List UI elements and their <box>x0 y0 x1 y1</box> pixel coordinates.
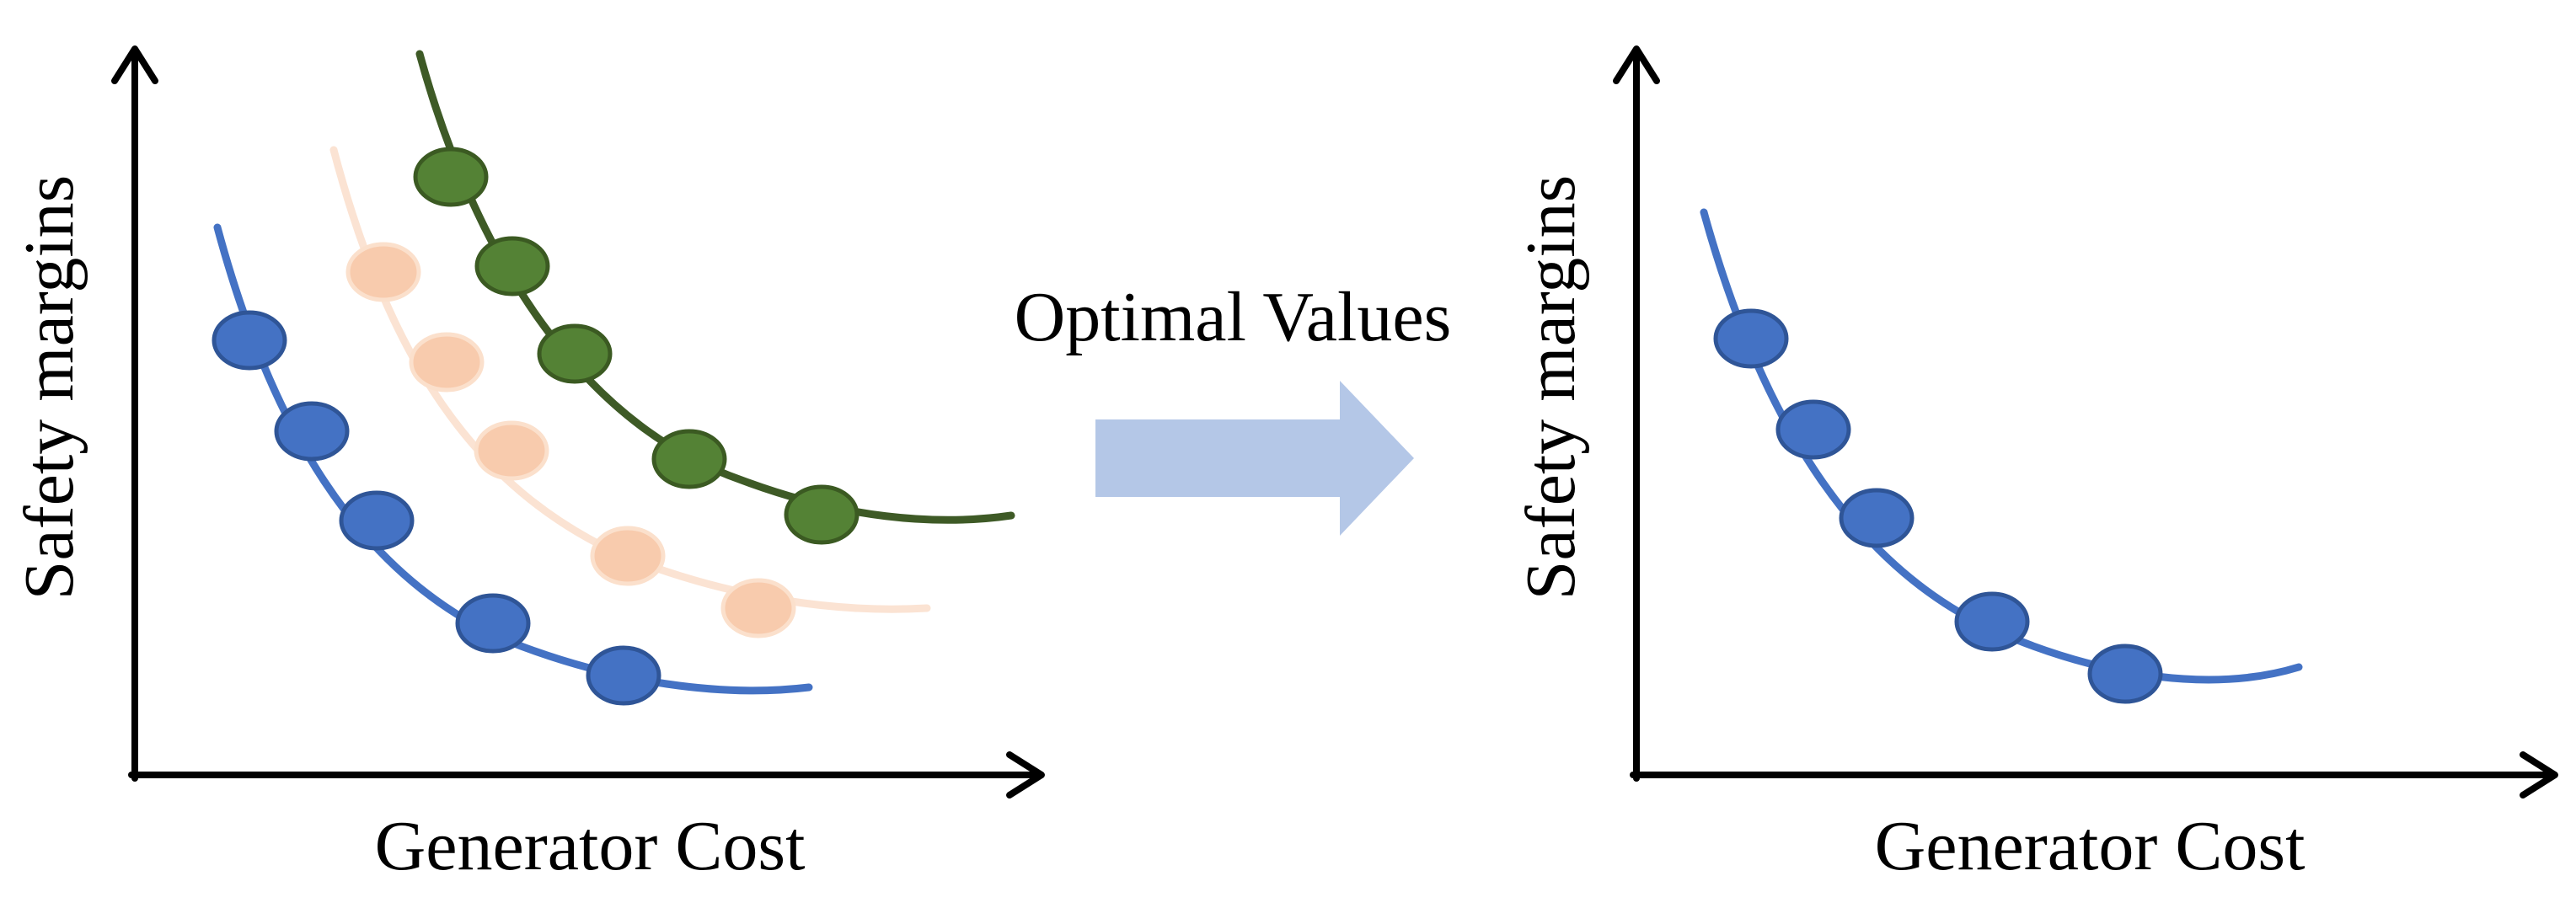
curve-green-point <box>413 147 489 207</box>
curve-peach-point <box>345 242 421 302</box>
curve-blue-point <box>1713 308 1789 369</box>
left-curve-peach <box>329 146 931 638</box>
curve-blue-point <box>339 490 415 551</box>
left-y-axis-arrowhead <box>111 45 158 84</box>
curve-blue-point <box>586 645 661 706</box>
curve-green-point <box>474 236 550 296</box>
left-curve-green <box>413 50 1015 545</box>
left-panel: Generator Cost Safety margins <box>10 45 1045 885</box>
right-x-axis-label: Generator Cost <box>1875 807 2306 885</box>
left-y-axis-label: Safety margins <box>10 175 88 601</box>
transition-arrow <box>1095 381 1414 536</box>
curve-blue-point <box>2087 644 2163 704</box>
right-curve-blue <box>1700 208 2303 704</box>
curve-blue-point <box>274 401 350 462</box>
left-axes <box>111 45 1045 799</box>
curve-green-point <box>537 323 613 384</box>
curve-blue-point <box>455 593 531 654</box>
transition: Optimal Values <box>1015 278 1452 536</box>
curve-peach-line <box>329 146 931 613</box>
curve-blue-point <box>212 310 287 371</box>
left-x-axis-label: Generator Cost <box>375 807 806 885</box>
transition-label: Optimal Values <box>1015 278 1452 356</box>
curve-peach-point <box>590 526 666 586</box>
right-axes <box>1613 45 2558 799</box>
curve-blue-point <box>1839 488 1915 548</box>
right-x-axis-arrowhead <box>2520 751 2558 799</box>
curve-blue-point <box>1775 399 1851 460</box>
left-curve-blue <box>212 223 813 706</box>
curve-peach-point <box>409 332 485 393</box>
curve-green-point <box>651 429 727 489</box>
curve-green-point <box>784 484 860 545</box>
right-y-axis-label: Safety margins <box>1512 175 1590 601</box>
curve-peach-point <box>720 578 796 638</box>
right-panel: Generator Cost Safety margins <box>1512 45 2558 885</box>
left-x-axis-arrowhead <box>1006 751 1045 799</box>
curve-blue-point <box>1954 591 2030 652</box>
right-y-axis-arrowhead <box>1613 45 1660 84</box>
curve-peach-point <box>474 420 549 481</box>
